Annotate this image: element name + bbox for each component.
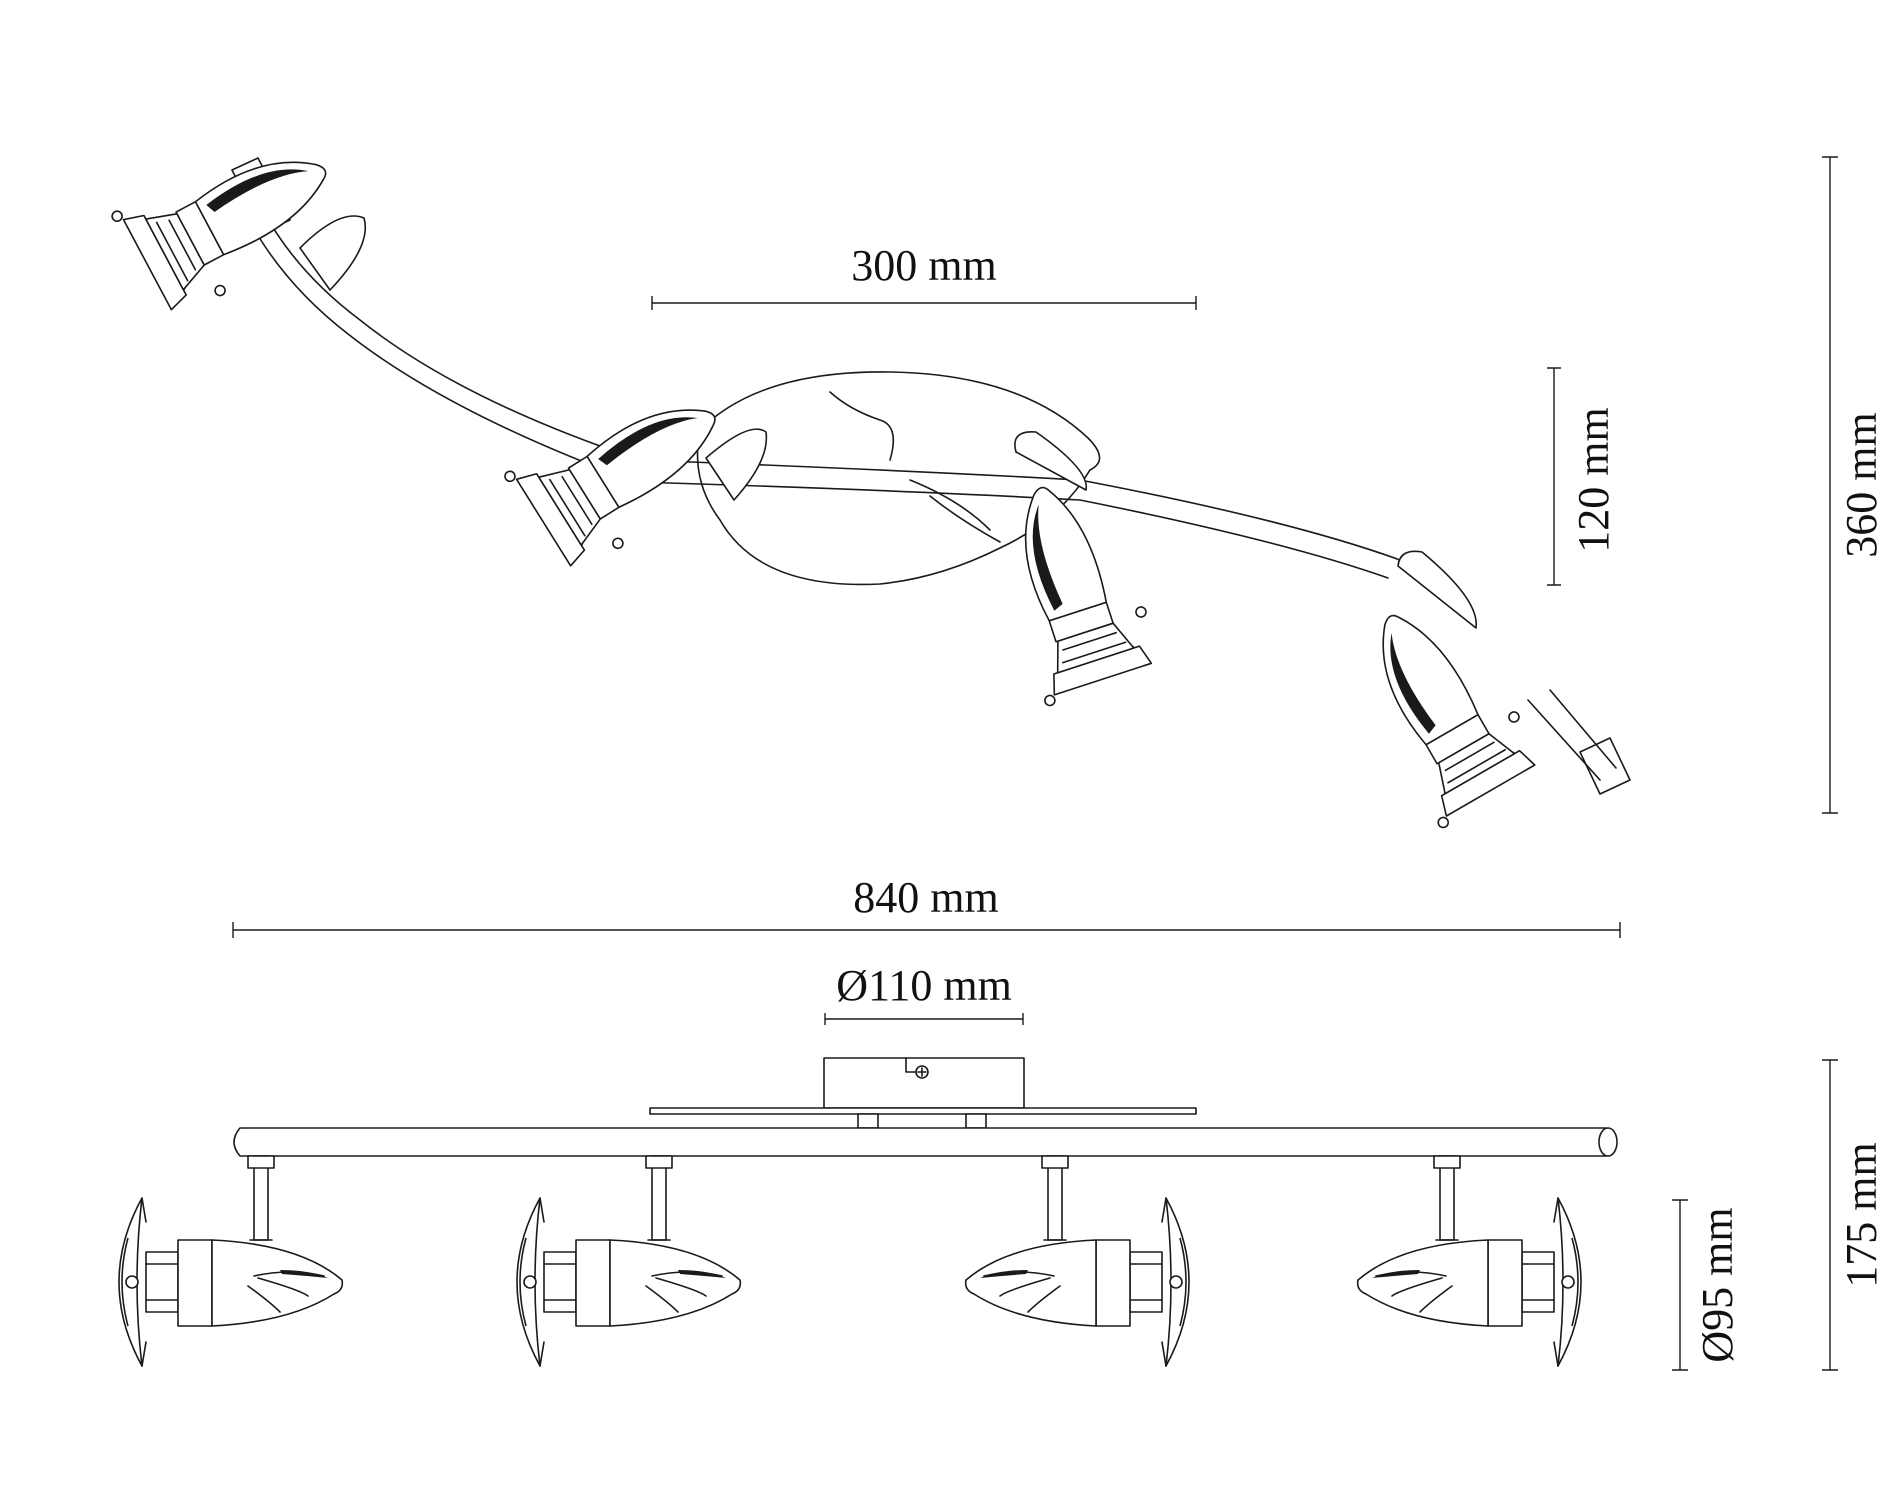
front-spot-3 [964, 1155, 1190, 1367]
dim-line-base-diameter [824, 1013, 1024, 1025]
dimension-lines [232, 156, 1838, 1371]
front-view [118, 1057, 1618, 1367]
top-spot-4 [1335, 550, 1550, 831]
front-spot-1 [118, 1155, 344, 1367]
top-spot-2 [502, 362, 768, 581]
top-spot-1 [109, 114, 366, 325]
label-spot-diameter: Ø95 mm [1693, 1207, 1742, 1362]
dim-line-plate-height [1547, 367, 1561, 586]
dim-line-spot-diameter [1672, 1199, 1688, 1371]
label-total-depth: 360 mm [1837, 412, 1880, 557]
front-spot-2 [516, 1155, 742, 1367]
dimension-labels: 300 mm 120 mm 360 mm 840 mm Ø110 mm Ø95 … [836, 241, 1880, 1363]
top-view [109, 114, 1631, 831]
dim-line-total-depth [1822, 156, 1838, 814]
dim-line-spot-spacing [651, 296, 1197, 310]
dim-line-total-height [1822, 1059, 1838, 1371]
rail [233, 1127, 1615, 1157]
label-plate-height: 120 mm [1569, 407, 1618, 552]
label-total-height: 175 mm [1837, 1142, 1880, 1287]
top-spot-3 [980, 431, 1166, 708]
label-spot-spacing: 300 mm [851, 241, 996, 290]
front-spot-4 [1356, 1155, 1582, 1367]
dim-line-total-length [232, 922, 1621, 938]
label-base-diameter: Ø110 mm [836, 961, 1012, 1010]
ceiling-base [823, 1057, 1025, 1109]
label-total-length: 840 mm [853, 873, 998, 922]
rose-plate [649, 1107, 1197, 1115]
